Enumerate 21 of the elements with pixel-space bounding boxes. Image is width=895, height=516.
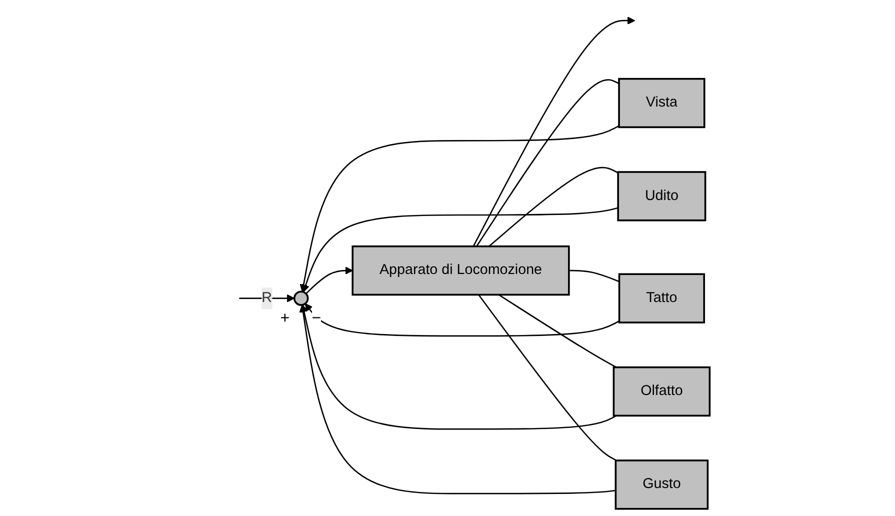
- connector: [478, 294, 617, 462]
- edge-label: R: [262, 290, 272, 306]
- node-box: Vista: [618, 78, 706, 128]
- node-box: Gusto: [614, 460, 708, 510]
- connector: [568, 270, 620, 282]
- arrow: [472, 16, 636, 247]
- arrow: [305, 266, 353, 294]
- connector: [498, 294, 617, 368]
- arrow: [302, 207, 618, 292]
- connector: [488, 166, 618, 247]
- arrow: [300, 125, 620, 292]
- node-box: Tatto: [618, 273, 705, 324]
- node-circle: [293, 290, 309, 306]
- node-box: Olfatto: [612, 366, 710, 417]
- connector: [476, 79, 620, 247]
- arrow: [304, 303, 620, 337]
- node-box: Udito: [617, 171, 706, 222]
- arrow: [300, 304, 617, 430]
- node-box: Apparato di Locomozione: [352, 245, 570, 296]
- arrow: [239, 294, 295, 302]
- arrow: [299, 304, 616, 494]
